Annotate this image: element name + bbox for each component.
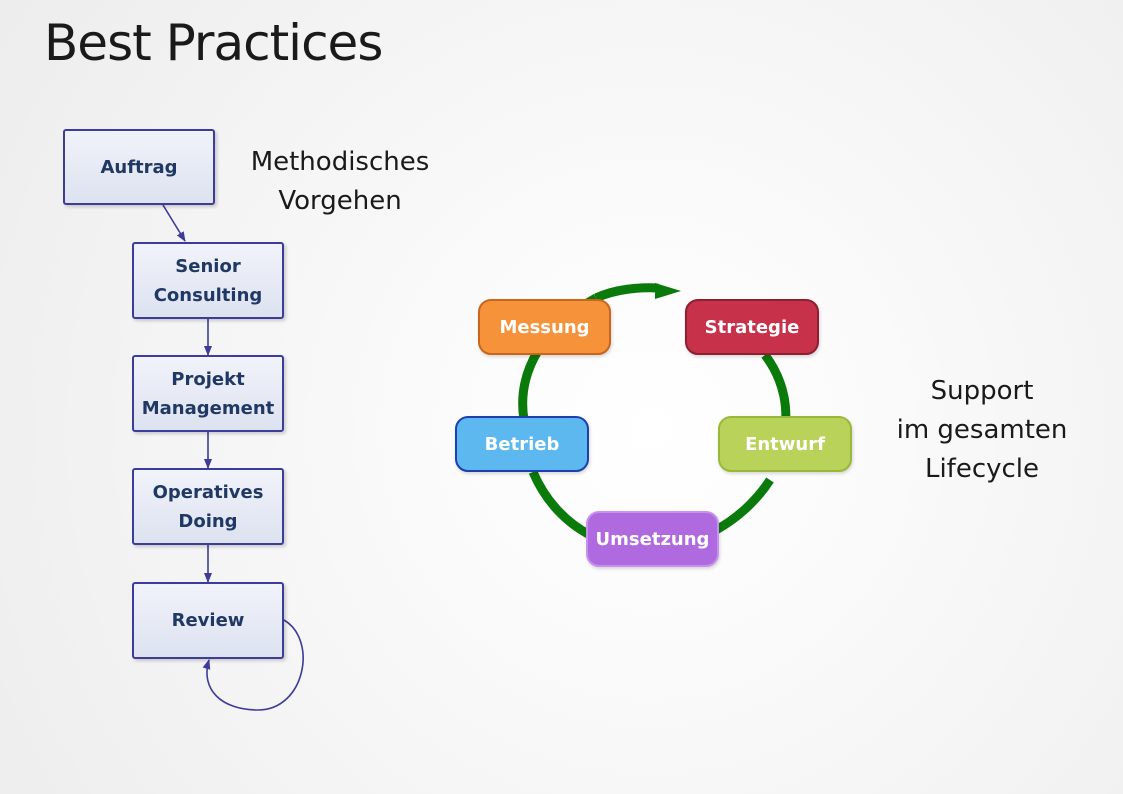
- process-step-label: Senior Consulting: [153, 255, 263, 306]
- process-step-operatives-doing: Operatives Doing: [132, 468, 284, 545]
- cycle-stage-betrieb: Betrieb: [455, 416, 589, 472]
- process-step-label: Projekt Management: [141, 368, 275, 419]
- review-loop-arrow: [202, 619, 304, 711]
- cycle-caption: Support im gesamten Lifecycle: [896, 376, 1068, 484]
- process-step-senior-consulting: Senior Consulting: [132, 242, 284, 319]
- connector-auftrag-senior: [162, 204, 186, 242]
- process-step-label: Auftrag: [100, 156, 178, 178]
- cycle-stage-umsetzung: Umsetzung: [586, 511, 719, 567]
- cycle-stage-strategie: Strategie: [685, 299, 819, 355]
- process-step-label: Review: [171, 610, 245, 631]
- process-step-auftrag: Auftrag: [63, 129, 215, 205]
- process-step-label: Operatives Doing: [152, 481, 264, 532]
- process-step-review: Review: [132, 582, 284, 659]
- slide-title: Best Practices: [44, 14, 383, 72]
- process-step-projekt-management: Projekt Management: [132, 355, 284, 432]
- cycle-stage-messung: Messung: [478, 299, 611, 355]
- process-caption: Methodisches Vorgehen: [250, 147, 430, 216]
- cycle-stage-entwurf: Entwurf: [718, 416, 852, 472]
